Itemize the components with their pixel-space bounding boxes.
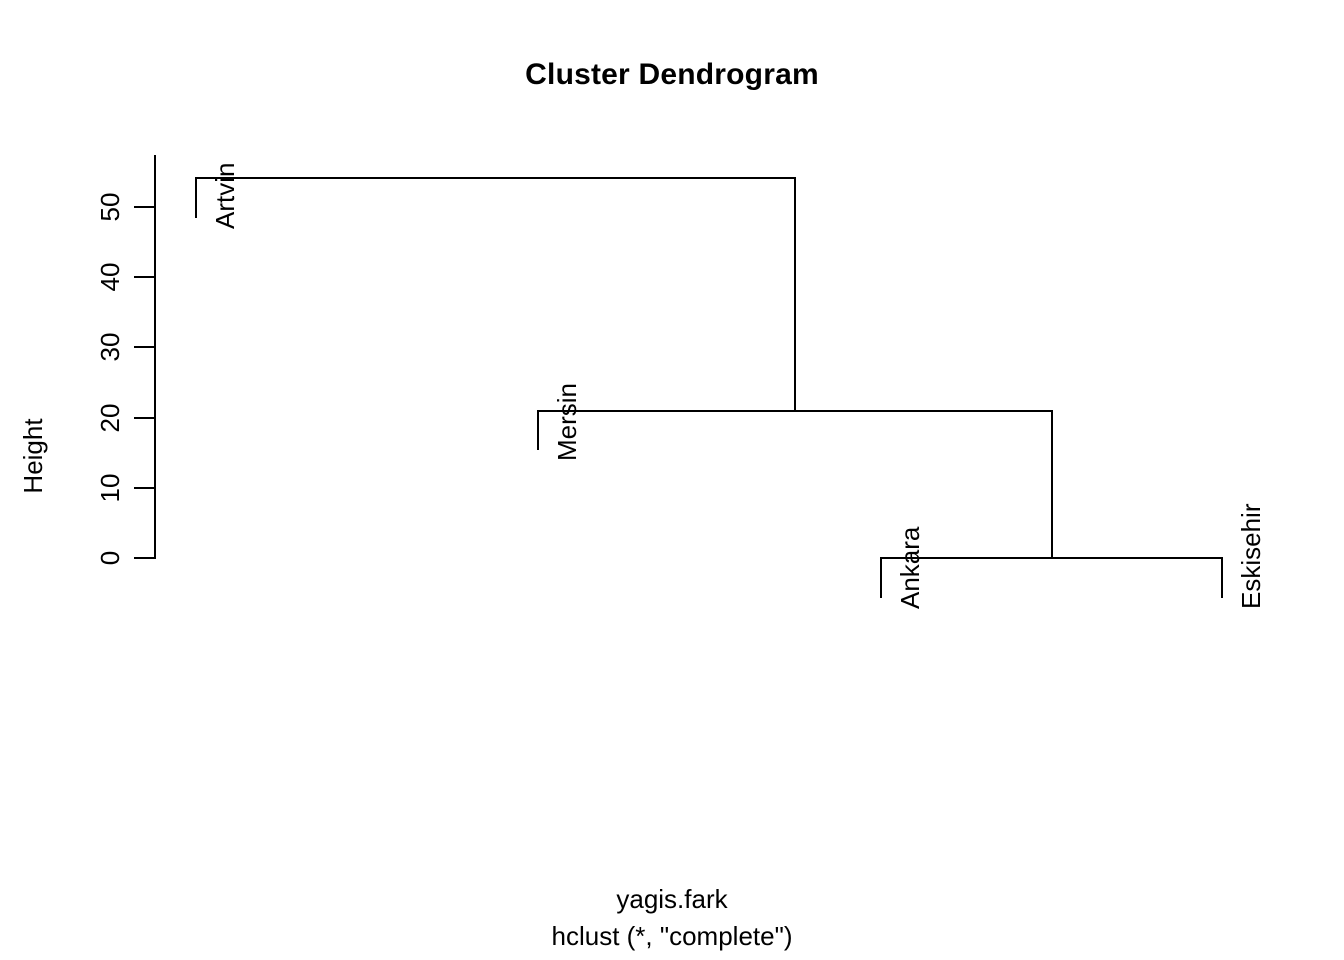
y-tick-label-30: 30	[95, 332, 125, 362]
y-tick-label-10: 10	[95, 473, 125, 503]
leaf-label-eskisehir: Eskisehir	[1236, 503, 1266, 609]
merge-branch-level2	[536, 409, 1054, 560]
leaf-label-artvin: Artvin	[210, 162, 240, 229]
x-axis-label: yagis.fark	[616, 884, 728, 914]
y-axis-title: Height	[18, 418, 48, 494]
y-tick-label-0: 0	[95, 550, 125, 566]
leaf-label-mersin: Mersin	[552, 382, 582, 461]
page-title: Cluster Dendrogram	[525, 58, 819, 91]
y-tick-label-20: 20	[95, 403, 125, 433]
merge-branch-root	[194, 176, 797, 413]
y-tick-label-50: 50	[95, 192, 125, 222]
cluster-method-caption: hclust (*, "complete")	[551, 921, 793, 951]
y-axis-ticks	[134, 205, 156, 560]
y-tick-label-40: 40	[95, 262, 125, 292]
leaf-label-ankara: Ankara	[895, 526, 925, 609]
merge-branch-level1	[879, 556, 1224, 599]
